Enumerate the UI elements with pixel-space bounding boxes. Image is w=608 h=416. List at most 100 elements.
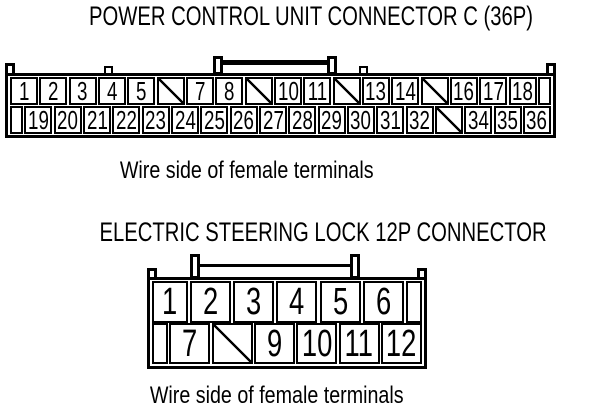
pin-number: 36 [526, 106, 548, 134]
pin-cell: 23 [141, 106, 170, 134]
pin-number: 1 [18, 77, 30, 105]
pin-cell: 26 [229, 106, 258, 134]
pin-number: 9 [266, 323, 283, 364]
pin-cell: 16 [449, 77, 478, 105]
pin-cell: 12 [380, 323, 422, 364]
pin-number: 31 [379, 106, 401, 134]
pin-number: 24 [174, 106, 196, 134]
pin-number: 3 [77, 77, 88, 105]
pin-cell: 34 [464, 106, 493, 134]
pin-number: 19 [27, 106, 49, 134]
pin-cell-blocked [332, 77, 361, 105]
pin-cell: 32 [405, 106, 434, 134]
pin-number: 11 [344, 323, 374, 364]
pin-number: 8 [224, 77, 235, 105]
pin-cell: 25 [200, 106, 229, 134]
pin-number: 32 [409, 106, 431, 134]
pin-number: 7 [194, 77, 206, 105]
pin-number: 17 [482, 77, 504, 105]
pin-cell: 2 [190, 281, 232, 323]
pin-number: 34 [467, 106, 489, 134]
pin-number: 25 [203, 106, 225, 134]
pin-number: 7 [182, 323, 198, 364]
pin-cell-blocked [211, 323, 253, 364]
connector-36p-caption: Wire side of female terminals [87, 157, 407, 185]
pin-cell: 3 [233, 281, 275, 323]
pin-cell: 18 [508, 77, 537, 105]
pin-cell: 10 [273, 77, 302, 105]
pin-row-bottom: 7 9 10 11 12 [152, 323, 422, 364]
pin-cell: 8 [215, 77, 244, 105]
pin-number: 2 [48, 77, 59, 105]
pin-number: 12 [386, 323, 417, 364]
pin-cell: 11 [303, 77, 332, 105]
pin-cell-blank [10, 106, 23, 134]
pin-cell: 9 [253, 323, 295, 364]
pin-cell: 31 [376, 106, 405, 134]
pin-number: 18 [512, 77, 533, 105]
latch-bar [192, 264, 358, 267]
pin-number: 23 [145, 106, 167, 134]
pin-number: 16 [453, 77, 475, 105]
latch-post-icon [350, 254, 360, 279]
pin-cell: 3 [68, 77, 97, 105]
pin-cell: 5 [319, 281, 361, 323]
pin-cell: 17 [479, 77, 508, 105]
pin-number: 29 [321, 106, 343, 134]
pin-number: 21 [86, 106, 108, 134]
pin-number: 13 [365, 77, 387, 105]
connector-12p-caption: Wire side of female terminals [117, 382, 437, 410]
pin-number: 28 [291, 106, 313, 134]
pin-number: 4 [289, 281, 305, 323]
pin-number: 27 [262, 106, 284, 134]
pin-cell: 20 [53, 106, 82, 134]
pin-number: 22 [115, 106, 137, 134]
pin-number: 3 [246, 281, 262, 323]
pin-cell: 4 [97, 77, 126, 105]
pin-cell: 1 [10, 77, 38, 105]
latch-post-icon [190, 254, 200, 279]
pin-cell: 10 [296, 323, 338, 364]
pin-number: 26 [233, 106, 255, 134]
pin-number: 30 [350, 106, 372, 134]
pin-number: 1 [162, 281, 178, 323]
pin-cell: 7 [185, 77, 214, 105]
pin-cell: 2 [39, 77, 68, 105]
pin-cell: 27 [258, 106, 287, 134]
pin-cell: 5 [127, 77, 156, 105]
pin-cell: 14 [391, 77, 420, 105]
pin-cell: 21 [82, 106, 111, 134]
pin-number: 2 [203, 281, 219, 323]
connector-36p-caption-text: Wire side of female terminals [120, 157, 374, 184]
pin-number: 10 [301, 323, 333, 364]
pin-cell: 29 [317, 106, 346, 134]
pin-cell: 35 [493, 106, 522, 134]
connector-36p-title: POWER CONTROL UNIT CONNECTOR C (36P) [15, 1, 533, 32]
pin-number: 6 [375, 281, 391, 323]
pin-number: 10 [277, 77, 299, 105]
pin-cell-blocked [434, 106, 463, 134]
pin-cell: 28 [288, 106, 317, 134]
pin-cell: 6 [362, 281, 404, 323]
pin-cell-blank [537, 77, 551, 105]
pin-number: 14 [394, 77, 416, 105]
pin-cell-blocked [244, 77, 273, 105]
pin-cell-blank [152, 323, 168, 364]
pin-number: 11 [307, 77, 328, 105]
pin-cell-blocked [420, 77, 449, 105]
pin-number: 20 [57, 106, 79, 134]
pin-number: 4 [106, 77, 118, 105]
pin-number: 35 [497, 106, 518, 134]
pin-cell: 22 [112, 106, 141, 134]
pin-cell: 24 [170, 106, 199, 134]
connector-12p-title: ELECTRIC STEERING LOCK 12P CONNECTOR [25, 217, 547, 248]
pin-number: 5 [332, 281, 348, 323]
